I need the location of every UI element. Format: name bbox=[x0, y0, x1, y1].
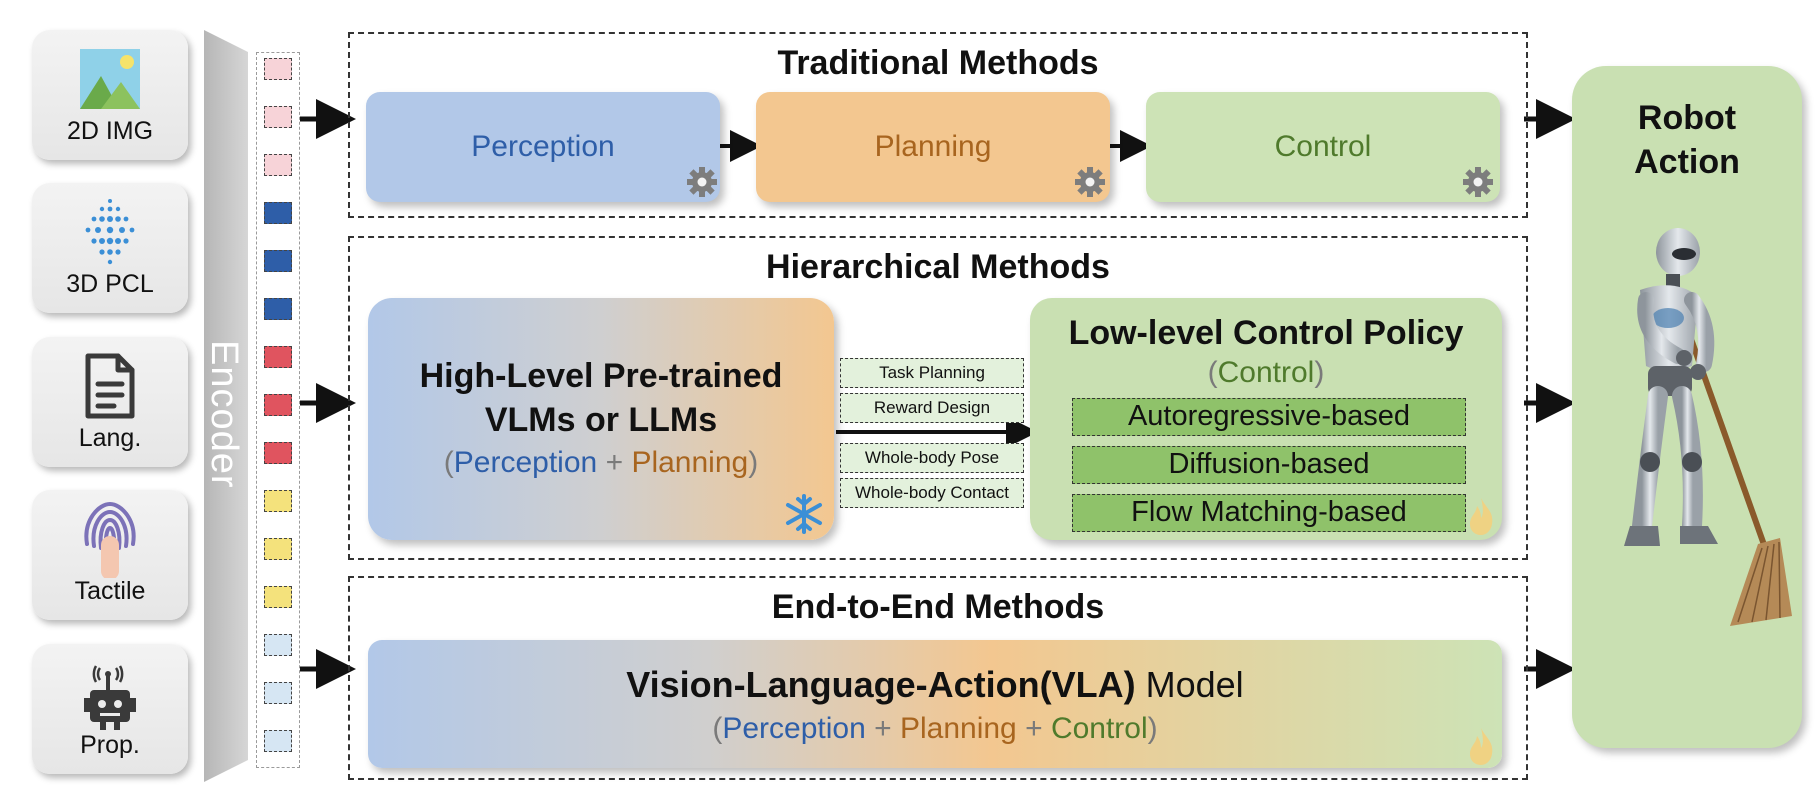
high-level-title-line1: High-Level Pre-trained bbox=[419, 357, 783, 395]
robot-title-line1: Robot bbox=[1637, 99, 1737, 137]
method-autoregressive: Autoregressive-based bbox=[1072, 398, 1466, 436]
modality-label: Prop. bbox=[80, 731, 140, 759]
subtitle-control: Control bbox=[1217, 356, 1315, 389]
low-level-title: Low-level Control Policy bbox=[1068, 314, 1464, 352]
high-level-vlm-box: High-Level Pre-trained VLMs or LLMs (Per… bbox=[368, 298, 834, 540]
planning-label: Planning bbox=[874, 130, 992, 163]
plus: + bbox=[865, 712, 900, 745]
robot-title-line2: Action bbox=[1634, 143, 1740, 181]
image-icon bbox=[32, 44, 188, 114]
control-box: Control bbox=[1146, 92, 1500, 202]
snowflake-icon bbox=[786, 494, 822, 534]
subtitle-perception: Perception bbox=[722, 712, 866, 745]
token bbox=[264, 250, 292, 272]
token bbox=[264, 154, 292, 176]
vla-model-box: Vision-Language-Action(VLA) Model (Perce… bbox=[368, 640, 1502, 768]
token bbox=[264, 394, 292, 416]
paren: ( bbox=[712, 712, 723, 745]
interface-label: Whole-body Contact bbox=[840, 478, 1024, 508]
high-level-title-line2: VLMs or LLMs bbox=[484, 401, 718, 439]
token bbox=[264, 682, 292, 704]
modality-card-tactile: Tactile bbox=[32, 490, 188, 620]
hierarchical-methods-panel: Hierarchical Methods bbox=[348, 236, 1528, 560]
high-level-subtitle: (Perception + Planning) bbox=[444, 442, 758, 484]
token bbox=[264, 442, 292, 464]
modality-card-lang: Lang. bbox=[32, 337, 188, 467]
modality-label: 2D IMG bbox=[66, 117, 154, 145]
subtitle-planning: Planning bbox=[631, 446, 749, 479]
control-label: Control bbox=[1274, 130, 1372, 163]
encoder-block bbox=[204, 30, 248, 782]
flame-icon bbox=[1470, 498, 1493, 535]
interface-label: Task Planning bbox=[840, 358, 1024, 388]
modality-card-2d-img: 2D IMG bbox=[32, 30, 188, 160]
fingerprint-touch-icon bbox=[32, 501, 188, 578]
interface-label: Reward Design bbox=[840, 393, 1024, 423]
vla-subtitle: (Perception + Planning + Control) bbox=[368, 712, 1502, 746]
panel-title: End-to-End Methods bbox=[771, 588, 1105, 626]
vla-title: Vision-Language-Action(VLA) Model bbox=[368, 664, 1502, 706]
flame-icon bbox=[1470, 728, 1493, 765]
planning-box: Planning bbox=[756, 92, 1110, 202]
token bbox=[264, 298, 292, 320]
token bbox=[264, 586, 292, 608]
token bbox=[264, 730, 292, 752]
paren: ( bbox=[443, 446, 454, 479]
token bbox=[264, 490, 292, 512]
gear-icon bbox=[1463, 167, 1493, 197]
robot-signal-icon bbox=[32, 658, 188, 730]
token bbox=[264, 538, 292, 560]
document-icon bbox=[32, 351, 188, 421]
perception-label: Perception bbox=[471, 130, 615, 163]
perception-box: Perception bbox=[366, 92, 720, 202]
modality-label: Tactile bbox=[74, 577, 146, 605]
subtitle-control: Control bbox=[1050, 712, 1148, 745]
gear-icon bbox=[1075, 167, 1105, 197]
method-flow-matching: Flow Matching-based bbox=[1072, 494, 1466, 532]
panel-title: Traditional Methods bbox=[777, 44, 1099, 82]
token-column bbox=[256, 52, 300, 768]
modality-label: Lang. bbox=[78, 424, 142, 452]
token bbox=[264, 58, 292, 80]
subtitle-planning: Planning bbox=[899, 712, 1017, 745]
modality-card-prop: Prop. bbox=[32, 644, 188, 774]
panel-title: Hierarchical Methods bbox=[766, 248, 1110, 286]
gear-icon bbox=[687, 167, 717, 197]
traditional-methods-panel: Traditional Methods bbox=[348, 32, 1528, 218]
modality-label: 3D PCL bbox=[66, 270, 154, 298]
low-level-subtitle: (Control) bbox=[1030, 356, 1502, 390]
interface-label: Whole-body Pose bbox=[840, 443, 1024, 473]
robot-action-title: Robot Action bbox=[1572, 96, 1802, 184]
paren: ( bbox=[1207, 356, 1218, 389]
token bbox=[264, 106, 292, 128]
end-to-end-methods-panel: End-to-End Methods bbox=[348, 576, 1528, 780]
point-cloud-icon bbox=[32, 197, 188, 267]
subtitle-perception: Perception bbox=[453, 446, 598, 479]
token bbox=[264, 202, 292, 224]
vla-title-rest: Model bbox=[1135, 664, 1244, 705]
plus: + bbox=[597, 446, 632, 479]
plus: + bbox=[1016, 712, 1051, 745]
token bbox=[264, 634, 292, 656]
vla-title-bold: Vision-Language-Action(VLA) bbox=[626, 664, 1136, 705]
humanoid-robot-sweeping-illustration bbox=[1624, 228, 1792, 626]
modality-card-3d-pcl: 3D PCL bbox=[32, 183, 188, 313]
encoder-label: Encoder bbox=[203, 340, 245, 489]
token bbox=[264, 346, 292, 368]
method-diffusion: Diffusion-based bbox=[1072, 446, 1466, 484]
paren: ) bbox=[1147, 712, 1158, 745]
paren: ) bbox=[748, 446, 759, 479]
paren: ) bbox=[1314, 356, 1325, 389]
